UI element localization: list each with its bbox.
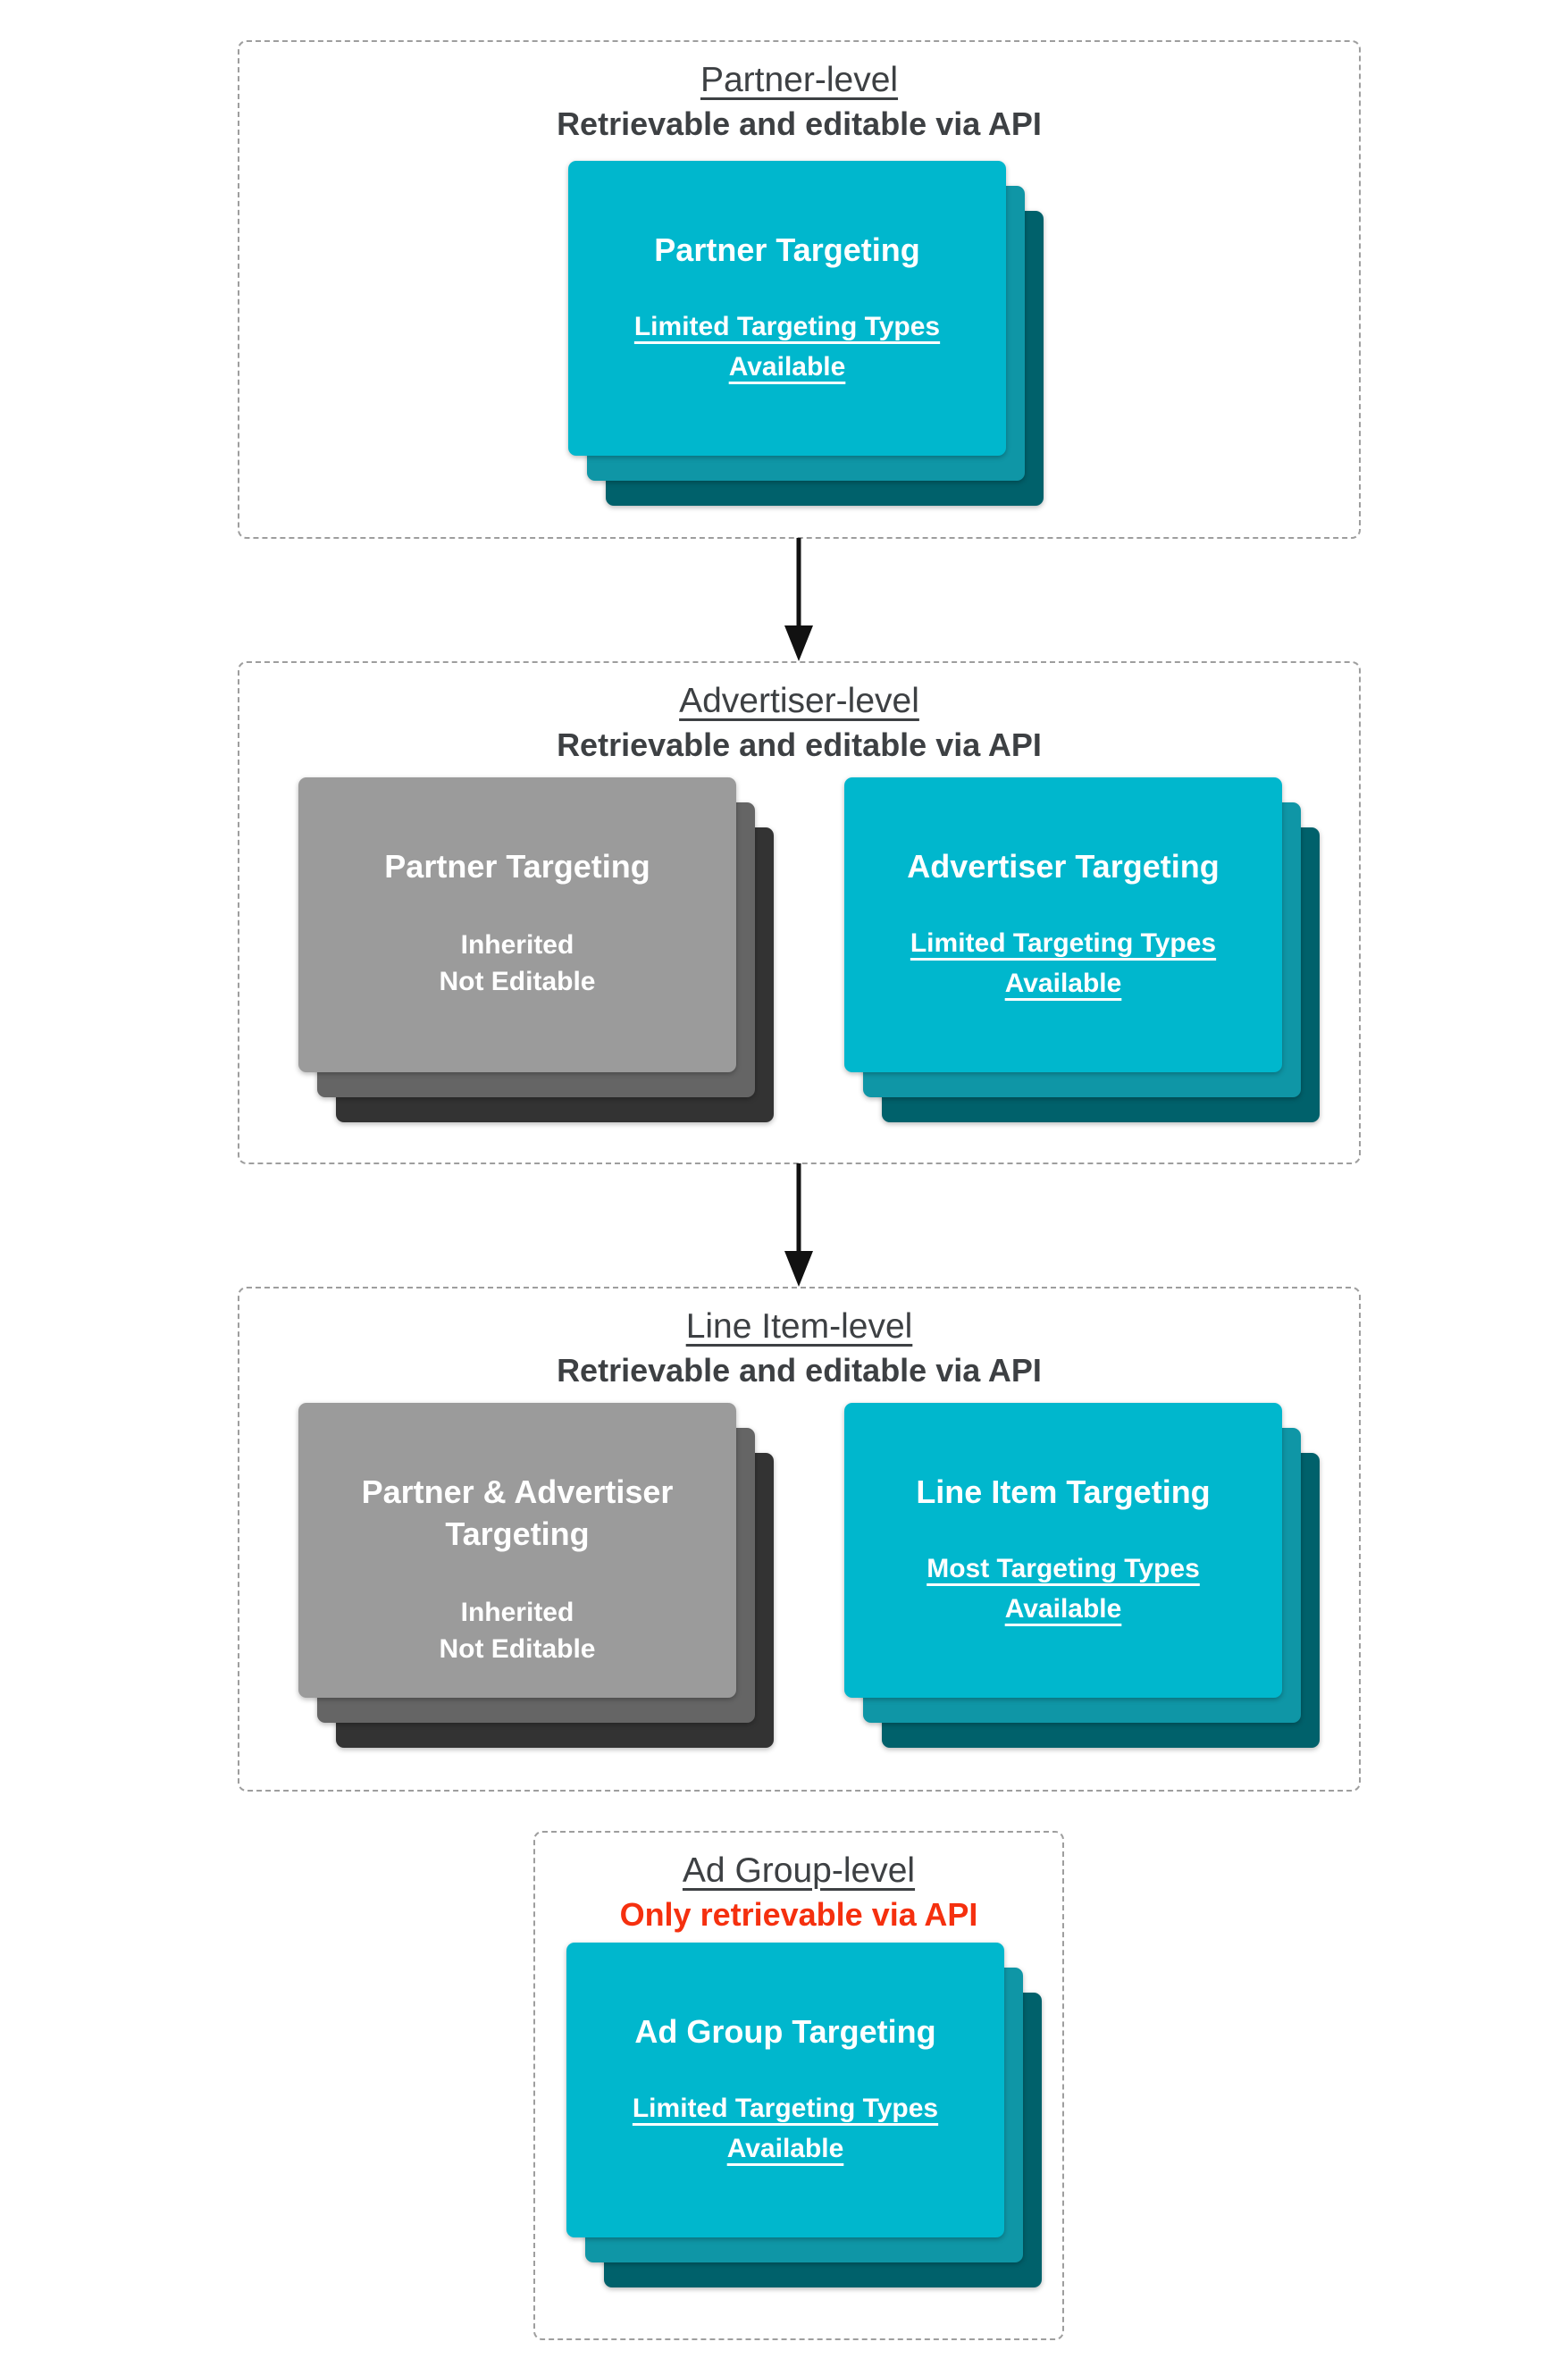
card-status-line-not-editable: Not Editable <box>439 1634 596 1664</box>
card-title: Ad Group Targeting <box>634 2013 936 2050</box>
section-title: Line Item-level <box>685 1307 913 1346</box>
card-status-lines: Inherited Not Editable <box>439 1594 595 1667</box>
inherited-partner-targeting-card-stack: Partner Targeting Inherited Not Editable <box>298 777 774 1122</box>
flow-arrow-advertiser-to-lineitem <box>784 1163 813 1287</box>
section-ad-group-level: Ad Group-level Only retrievable via API … <box>533 1831 1064 2340</box>
partner-targeting-card-stack: Partner Targeting Limited Targeting Type… <box>568 161 1044 506</box>
section-line-item-level: Line Item-level Retrievable and editable… <box>238 1287 1361 1792</box>
card-title: Line Item Targeting <box>916 1473 1211 1510</box>
card-status-line-inherited: Inherited <box>460 930 574 960</box>
section-subtitle: Retrievable and editable via API <box>557 726 1042 763</box>
inherited-partner-advertiser-targeting-card: Partner & Advertiser Targeting Inherited… <box>298 1403 736 1698</box>
card-status-lines: Inherited Not Editable <box>439 927 595 1000</box>
section-subtitle: Retrievable and editable via API <box>557 1352 1042 1389</box>
section-title: Ad Group-level <box>682 1851 916 1890</box>
flow-arrow-partner-to-advertiser <box>784 538 813 661</box>
card-status-line-inherited: Inherited <box>460 1598 574 1627</box>
advertiser-targeting-card-stack: Advertiser Targeting Limited Targeting T… <box>844 777 1320 1122</box>
section-title: Partner-level <box>700 61 899 99</box>
line-item-targeting-card: Line Item Targeting Most Targeting Types… <box>844 1403 1282 1698</box>
card-subtitle: Limited Targeting Types Available <box>910 928 1217 998</box>
section-subtitle: Retrievable and editable via API <box>557 105 1042 142</box>
advertiser-targeting-card: Advertiser Targeting Limited Targeting T… <box>844 777 1282 1072</box>
card-title: Advertiser Targeting <box>907 848 1220 885</box>
card-title: Partner Targeting <box>384 848 650 885</box>
inherited-partner-targeting-card: Partner Targeting Inherited Not Editable <box>298 777 736 1072</box>
ad-group-targeting-card: Ad Group Targeting Limited Targeting Typ… <box>566 1943 1004 2237</box>
section-partner-level: Partner-level Retrievable and editable v… <box>238 40 1361 539</box>
section-advertiser-level: Advertiser-level Retrievable and editabl… <box>238 661 1361 1164</box>
partner-targeting-card: Partner Targeting Limited Targeting Type… <box>568 161 1006 456</box>
card-status-line-not-editable: Not Editable <box>439 967 596 996</box>
card-subtitle: Most Targeting Types Available <box>927 1554 1200 1624</box>
section-title: Advertiser-level <box>679 682 919 720</box>
card-title: Partner & Advertiser Targeting <box>361 1473 674 1552</box>
card-title: Partner Targeting <box>654 231 920 268</box>
section-subtitle-warning: Only retrievable via API <box>619 1896 978 1933</box>
card-subtitle: Limited Targeting Types Available <box>633 312 941 382</box>
card-subtitle: Limited Targeting Types Available <box>632 2094 939 2163</box>
ad-group-targeting-card-stack: Ad Group Targeting Limited Targeting Typ… <box>566 1943 1042 2287</box>
inherited-partner-advertiser-targeting-card-stack: Partner & Advertiser Targeting Inherited… <box>298 1403 774 1748</box>
line-item-targeting-card-stack: Line Item Targeting Most Targeting Types… <box>844 1403 1320 1748</box>
